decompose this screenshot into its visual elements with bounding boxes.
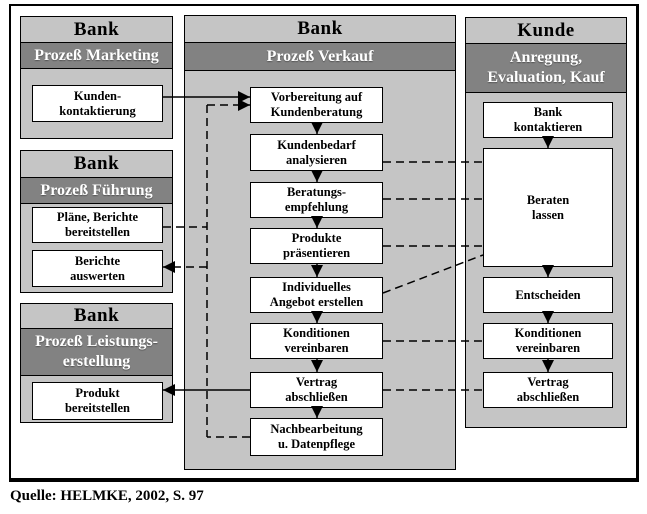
node-vorbereitung-kundenberatung: Vorbereitung auf Kundenberatung (250, 87, 383, 123)
node-plaene-berichte-bereitstellen: Pläne, Berichte bereitstellen (32, 207, 163, 243)
node-kundenkontaktierung: Kunden- kontaktierung (32, 85, 163, 122)
node-bank-kontaktieren: Bank kontaktieren (483, 102, 613, 138)
panel-process-label: Prozeß Marketing (21, 43, 172, 69)
panel-org-label: Bank (21, 17, 172, 43)
panel-process-label: Prozeß Führung (21, 178, 172, 204)
node-konditionen-vereinbaren-bank: Konditionen vereinbaren (250, 323, 383, 359)
panel-process-label: Prozeß Verkauf (185, 43, 455, 71)
node-beratungsempfehlung: Beratungs- empfehlung (250, 182, 383, 218)
panel-org-label: Bank (21, 151, 172, 178)
source-caption: Quelle: HELMKE, 2002, S. 97 (10, 488, 204, 504)
node-konditionen-vereinbaren-kunde: Konditionen vereinbaren (483, 323, 613, 359)
panel-process-label: Anregung, Evaluation, Kauf (466, 44, 626, 93)
node-produkte-praesentieren: Produkte präsentieren (250, 228, 383, 264)
panel-org-label: Bank (185, 16, 455, 43)
node-individuelles-angebot: Individuelles Angebot erstellen (250, 277, 383, 313)
node-produkt-bereitstellen: Produkt bereitstellen (32, 382, 163, 420)
node-entscheiden: Entscheiden (483, 277, 613, 313)
node-kundenbedarf-analysieren: Kundenbedarf analysieren (250, 134, 383, 171)
node-vertrag-abschliessen-bank: Vertrag abschließen (250, 372, 383, 408)
node-berichte-auswerten: Berichte auswerten (32, 250, 163, 287)
panel-org-label: Bank (21, 304, 172, 329)
panel-process-label: Prozeß Leistungs- erstellung (21, 329, 172, 376)
node-beraten-lassen: Beraten lassen (483, 148, 613, 267)
panel-org-label: Kunde (466, 18, 626, 44)
node-nachbearbeitung-datenpflege: Nachbearbeitung u. Datenpflege (250, 418, 383, 456)
node-vertrag-abschliessen-kunde: Vertrag abschließen (483, 372, 613, 408)
